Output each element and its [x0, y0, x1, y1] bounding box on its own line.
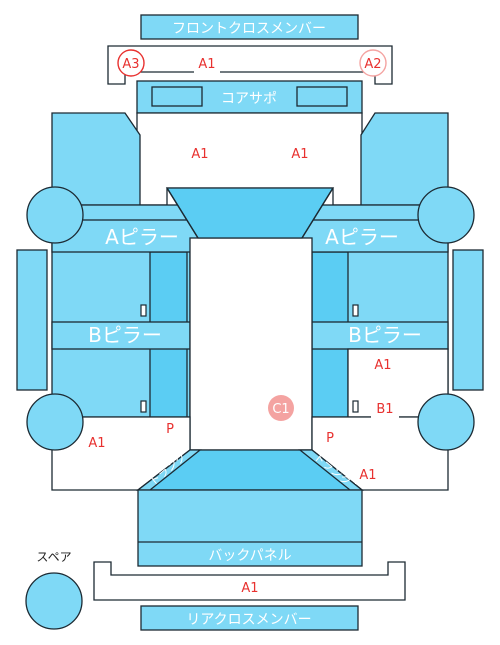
- a-pillar-left-label: Aピラー: [105, 225, 179, 249]
- marker-p-left-bg: [161, 419, 179, 437]
- marker-a1-left-rear[interactable]: A1: [88, 436, 105, 451]
- dash-bulkhead-right-edge: [301, 187, 334, 239]
- rear-right-wheel: [417, 393, 475, 451]
- core-support-right-window: [296, 86, 348, 107]
- b-pillar-left-part[interactable]: [51, 321, 191, 350]
- marker-a1-front-bg: [194, 55, 220, 73]
- marker-a1-rear-bg: [237, 578, 263, 596]
- floor-center-area: [189, 237, 313, 451]
- back-panel-label: バックパネル: [208, 548, 291, 564]
- marker-a1-right-apron[interactable]: A1: [291, 147, 308, 162]
- marker-a2: A2: [364, 57, 381, 72]
- spare-tire[interactable]: [25, 572, 83, 630]
- marker-a1-right-rear[interactable]: A1: [359, 468, 376, 483]
- notch-left-lower: [140, 400, 147, 413]
- marker-a3-circle[interactable]: [117, 49, 145, 77]
- a-pillar-left-part[interactable]: [51, 219, 199, 253]
- front-cross-member-part[interactable]: [140, 14, 359, 40]
- notch-right-upper: [352, 304, 359, 317]
- front-frame-bracket: [107, 45, 393, 85]
- marker-b1[interactable]: B1: [376, 402, 393, 417]
- b-pillar-right-part[interactable]: [311, 321, 449, 350]
- marker-p-right[interactable]: P: [326, 431, 334, 446]
- marker-a1-right-rocker[interactable]: A1: [374, 358, 391, 373]
- spare-label: スペア: [36, 550, 71, 564]
- marker-a1-rear-member[interactable]: A1: [241, 581, 258, 596]
- marker-a3: A3: [122, 57, 139, 72]
- marker-b1-bg: [371, 400, 399, 418]
- rear-cross-member-label: リアクロスメンバー: [186, 612, 311, 628]
- core-support-label: コアサポ: [221, 91, 277, 107]
- front-right-wheel: [417, 186, 475, 244]
- marker-p-right-bg: [321, 429, 339, 447]
- core-support-left-window: [151, 86, 203, 107]
- marker-c1-circle[interactable]: [268, 395, 294, 421]
- front-left-wheel: [26, 186, 84, 244]
- marker-p-left[interactable]: P: [166, 422, 174, 437]
- right-rocker-panel: [452, 249, 484, 391]
- marker-a1-front-member[interactable]: A1: [198, 57, 215, 72]
- b-pillar-left-label: Bピラー: [88, 323, 162, 347]
- marker-c1: C1: [272, 402, 289, 417]
- rear-frame-bracket: [93, 561, 406, 601]
- front-cross-member-label: フロントクロスメンバー: [172, 21, 326, 37]
- marker-a1-right-rear-bg: [355, 466, 381, 484]
- b-pillar-right-label: Bピラー: [348, 323, 422, 347]
- rear-left-wheel: [26, 393, 84, 451]
- left-rocker-panel: [16, 249, 48, 391]
- notch-left-upper: [140, 304, 147, 317]
- rear-cross-member-part[interactable]: [140, 605, 359, 631]
- marker-a1-left-apron[interactable]: A1: [191, 147, 208, 162]
- dash-bulkhead-left-edge: [166, 187, 199, 239]
- notch-right-lower: [352, 400, 359, 413]
- marker-a2-circle[interactable]: [359, 49, 387, 77]
- a-pillar-right-label: Aピラー: [325, 225, 399, 249]
- back-panel-part[interactable]: [137, 489, 363, 567]
